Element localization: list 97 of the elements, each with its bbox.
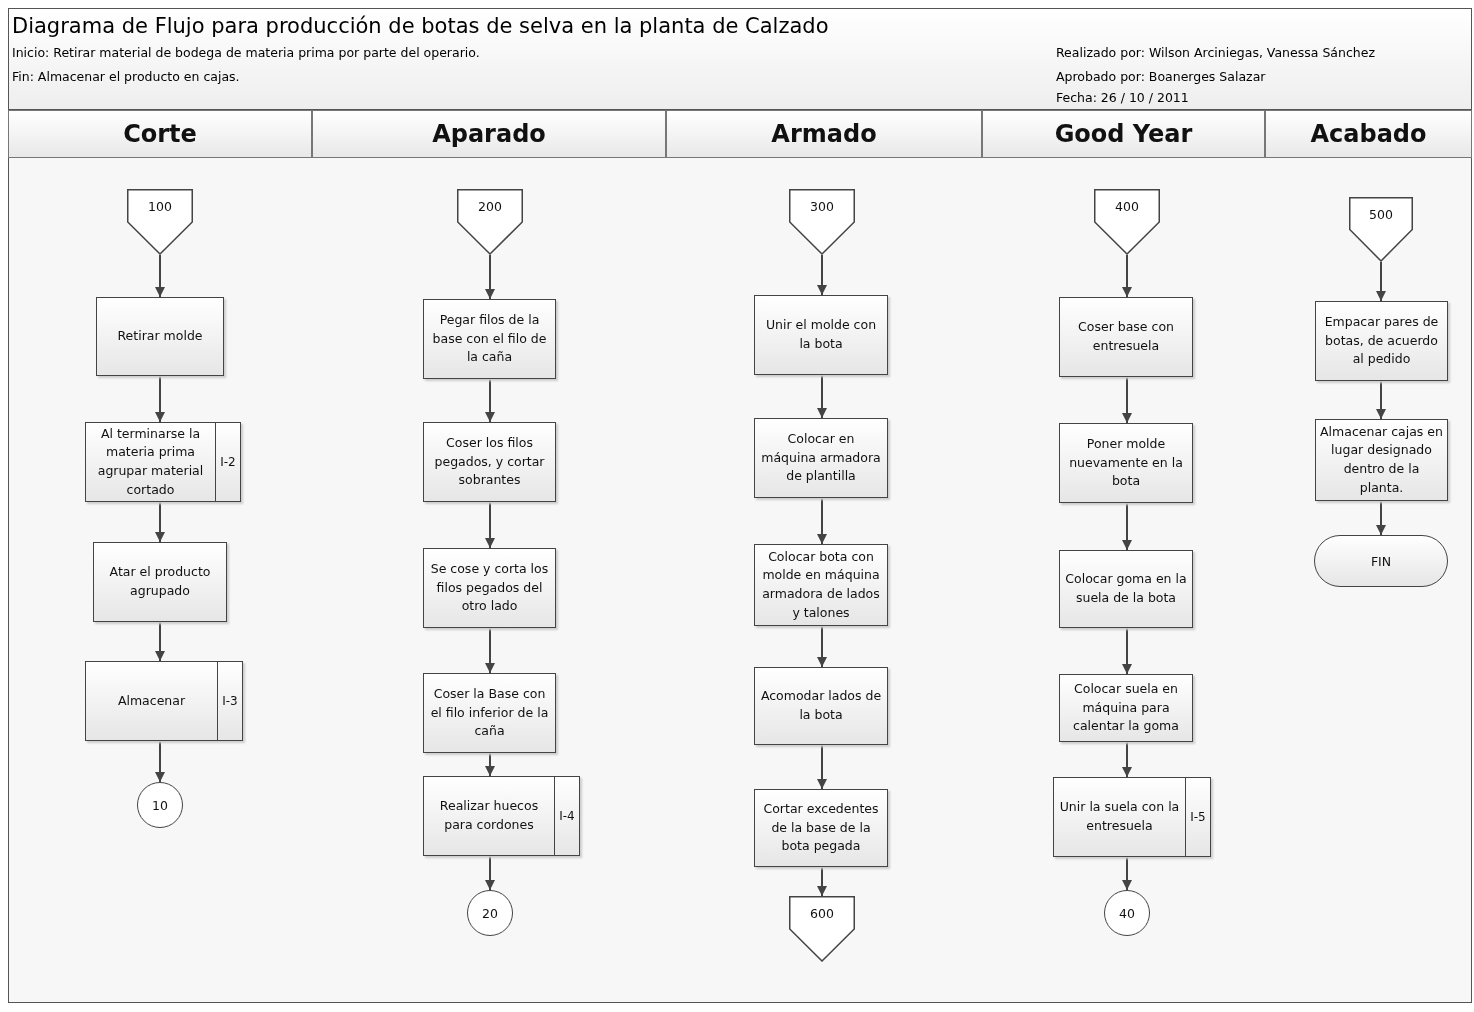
arrow — [1122, 502, 1132, 551]
arrow — [155, 501, 165, 543]
node-label: Almacenar — [116, 691, 187, 710]
arrow — [817, 374, 827, 419]
node-label: Colocar en máquina armadora de plantilla — [760, 429, 882, 486]
inspection-code: I-3 — [217, 662, 242, 740]
process-box — [1059, 423, 1193, 503]
arrow — [817, 866, 827, 897]
node-label: Coser la Base con el filo inferior de la caña — [429, 684, 550, 741]
node-label: Poner molde nuevamente en la bota — [1068, 434, 1184, 491]
node-label: Al terminarse la materia prima agrupar material cortado — [96, 424, 205, 499]
process-box — [754, 418, 888, 498]
arrow — [155, 740, 165, 783]
node-label: Acabado — [1310, 120, 1427, 148]
inspection-code: I-2 — [215, 423, 240, 501]
arrow — [1376, 500, 1386, 536]
node-label: Acomodar lados de la bota — [759, 687, 883, 724]
node-label: 600 — [810, 906, 834, 921]
arrow — [485, 254, 495, 300]
arrow — [155, 621, 165, 662]
terminator — [1314, 535, 1448, 587]
process-box — [754, 544, 888, 626]
node-label: Armado — [771, 120, 877, 148]
node-label: Empacar pares de botas, de acuerdo al pedido — [1323, 312, 1440, 369]
lane-header — [982, 110, 1265, 158]
arrow — [1122, 254, 1132, 298]
node-label: 10 — [152, 797, 168, 813]
node-label: 200 — [478, 199, 502, 214]
node-label: FIN — [1370, 553, 1392, 569]
arrow — [485, 752, 495, 777]
node-label: 300 — [810, 199, 834, 214]
node-label: 400 — [1115, 199, 1139, 214]
header-note: Aprobado por: Boanerges Salazar — [1056, 69, 1266, 84]
inspection-code: I-4 — [554, 777, 579, 855]
node-label: Almacenar cajas en lugar designado dentro de la planta. — [1319, 422, 1444, 497]
process-box — [423, 548, 556, 628]
node-label: Pegar filos de la base con el filo de la caña — [431, 310, 548, 367]
arrow — [155, 375, 165, 423]
node-label: Corte — [123, 120, 197, 148]
arrow — [817, 744, 827, 790]
lane-header — [312, 110, 666, 158]
arrow — [1376, 261, 1386, 302]
arrow — [817, 497, 827, 545]
arrow — [1122, 741, 1132, 778]
arrow — [1376, 380, 1386, 420]
node-label: Unir el molde con la bota — [764, 316, 878, 353]
process-box — [1053, 777, 1211, 857]
process-box — [85, 422, 241, 502]
node-label: 100 — [148, 199, 172, 214]
node-label: Colocar goma en la suela de la bota — [1064, 570, 1188, 607]
node-label: Retirar molde — [116, 327, 204, 346]
process-box — [1059, 297, 1193, 377]
process-box — [754, 295, 888, 375]
lane-header — [8, 110, 312, 158]
process-box — [754, 667, 888, 745]
arrow — [817, 254, 827, 296]
arrow — [485, 501, 495, 549]
process-box — [1059, 674, 1193, 742]
arrow — [1122, 627, 1132, 675]
node-label: Coser los filos pegados, y cortar sobrantes — [433, 433, 546, 490]
process-box — [93, 542, 227, 622]
node-label: Realizar huecos para cordones — [438, 797, 540, 834]
node-label: Aparado — [432, 120, 546, 148]
node-label: Se cose y corta los filos pegados del otro lado — [429, 559, 550, 616]
node-label: Good Year — [1054, 120, 1193, 148]
node-label: 40 — [1119, 905, 1135, 921]
node-label: Colocar suela en máquina para calentar la goma — [1072, 679, 1180, 736]
node-label: Cortar excedentes de la base de la bota pegada — [762, 799, 880, 856]
arrow — [155, 254, 165, 298]
process-box — [423, 776, 580, 856]
lane-header — [1265, 110, 1472, 158]
node-label: 500 — [1369, 207, 1393, 222]
lane-header — [666, 110, 982, 158]
header-note: Realizado por: Wilson Arciniegas, Vanessa Sánchez — [1056, 45, 1375, 60]
process-box — [1059, 550, 1193, 628]
process-box — [423, 422, 556, 502]
node-label: Atar el producto agrupado — [108, 563, 212, 600]
header-note: Inicio: Retirar material de bodega de materia prima por parte del operario. — [12, 45, 480, 60]
process-box — [96, 297, 224, 376]
node-label: 20 — [482, 905, 498, 921]
diagram-title: Diagrama de Flujo para producción de botas de selva en la planta de Calzado — [12, 14, 829, 38]
arrow — [485, 627, 495, 674]
node-label: Colocar bota con molde en máquina armadora de lados y talones — [761, 547, 881, 622]
header-note: Fin: Almacenar el producto en cajas. — [12, 69, 240, 84]
arrow — [817, 625, 827, 668]
node-label: Coser base con entresuela — [1077, 318, 1175, 355]
arrow — [1122, 376, 1132, 424]
inspection-code: I-5 — [1185, 778, 1210, 856]
process-box — [423, 299, 556, 379]
process-box — [754, 789, 888, 867]
process-box — [423, 673, 556, 753]
arrow — [485, 378, 495, 423]
node-label: Unir la suela con la entresuela — [1058, 798, 1181, 835]
arrow — [485, 855, 495, 891]
process-box — [85, 661, 243, 741]
process-box — [1315, 301, 1448, 381]
arrow — [1122, 856, 1132, 891]
